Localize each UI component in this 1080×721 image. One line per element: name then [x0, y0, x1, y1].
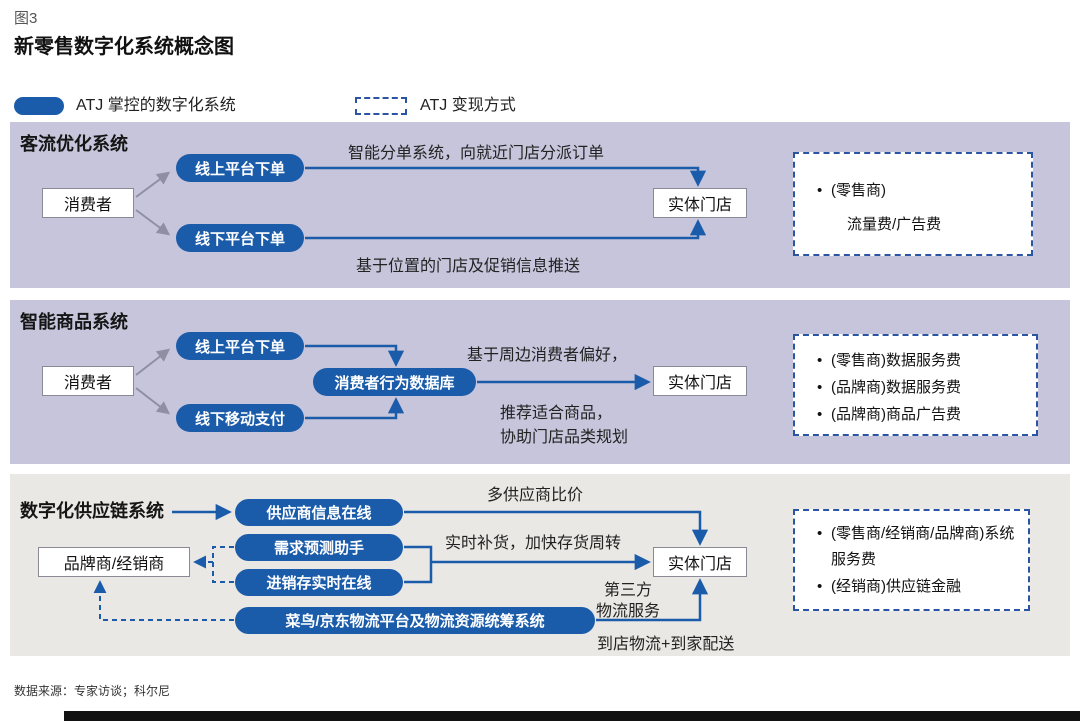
monetization-box-1: (零售商) 流量费/广告费: [793, 152, 1033, 256]
consumer-box-2: 消费者: [42, 366, 134, 396]
note-store-home-delivery: 到店物流+到家配送: [597, 636, 735, 653]
legend-dashed-swatch: [355, 97, 407, 115]
note-realtime-restock: 实时补货，加快存货周转: [445, 535, 622, 552]
consumer-box-1: 消费者: [42, 188, 134, 218]
monetization-box-3: (零售商/经销商/品牌商)系统服务费 (经销商)供应链金融: [793, 509, 1030, 611]
money-item-system-service-fee: (零售商/经销商/品牌商)系统服务费: [817, 521, 1016, 573]
pill-online-order-1: 线上平台下单: [176, 154, 304, 182]
pill-supplier-info-online: 供应商信息在线: [235, 499, 403, 526]
brand-distributor-box: 品牌商/经销商: [38, 547, 190, 577]
money-item-retailer-data-fee: (零售商)数据服务费: [817, 348, 1024, 374]
monetization-box-2: (零售商)数据服务费 (品牌商)数据服务费 (品牌商)商品广告费: [793, 334, 1038, 436]
pill-consumer-behavior-database: 消费者行为数据库: [313, 368, 476, 396]
note-supplier-price-compare: 多供应商比价: [487, 487, 584, 504]
panel3-title: 数字化供应链系统: [20, 501, 164, 521]
store-box-3: 实体门店: [653, 547, 747, 577]
store-box-2: 实体门店: [653, 366, 747, 396]
panel1-title: 客流优化系统: [20, 134, 128, 154]
panel2-title: 智能商品系统: [20, 312, 128, 332]
note-smart-dispatch: 智能分单系统，向就近门店分派订单: [348, 145, 605, 162]
pill-online-order-2: 线上平台下单: [176, 332, 304, 360]
money-item-traffic-ad-fee: 流量费/广告费: [847, 216, 942, 233]
data-source-note: 数据来源：专家访谈；科尔尼: [14, 684, 171, 698]
pill-mobile-pay-2: 线下移动支付: [176, 404, 304, 432]
figure-number: 图3: [14, 10, 38, 27]
money-item-retailer: (零售商): [817, 178, 1019, 204]
note-3pl-line2: 物流服务: [595, 603, 660, 620]
note-third-party-logistics: 第三方 物流服务: [578, 580, 678, 622]
money-item-brand-data-fee: (品牌商)数据服务费: [817, 375, 1024, 401]
note-3pl-line1: 第三方: [603, 582, 652, 599]
legend-monetize-label: ATJ 变现方式: [420, 97, 516, 114]
legend-solid-pill-swatch: [14, 97, 64, 115]
page-title: 新零售数字化系统概念图: [14, 36, 234, 58]
money-item-brand-ad-fee: (品牌商)商品广告费: [817, 402, 1024, 428]
pill-inventory-online: 进销存实时在线: [235, 569, 403, 596]
pill-logistics-platform: 菜鸟/京东物流平台及物流资源统筹系统: [235, 607, 595, 634]
note-location-push: 基于位置的门店及促销信息推送: [356, 258, 581, 275]
note-category-planning: 协助门店品类规划: [500, 429, 629, 446]
pill-demand-forecast: 需求预测助手: [235, 534, 403, 561]
bottom-rule: [64, 711, 1080, 721]
note-recommend-goods: 推荐适合商品，: [500, 405, 613, 422]
note-consumer-preference: 基于周边消费者偏好，: [467, 347, 628, 364]
pill-offline-order-1: 线下平台下单: [176, 224, 304, 252]
legend-controlled-label: ATJ 掌控的数字化系统: [76, 97, 236, 114]
money-item-supply-chain-finance: (经销商)供应链金融: [817, 574, 1016, 600]
store-box-1: 实体门店: [653, 188, 747, 218]
